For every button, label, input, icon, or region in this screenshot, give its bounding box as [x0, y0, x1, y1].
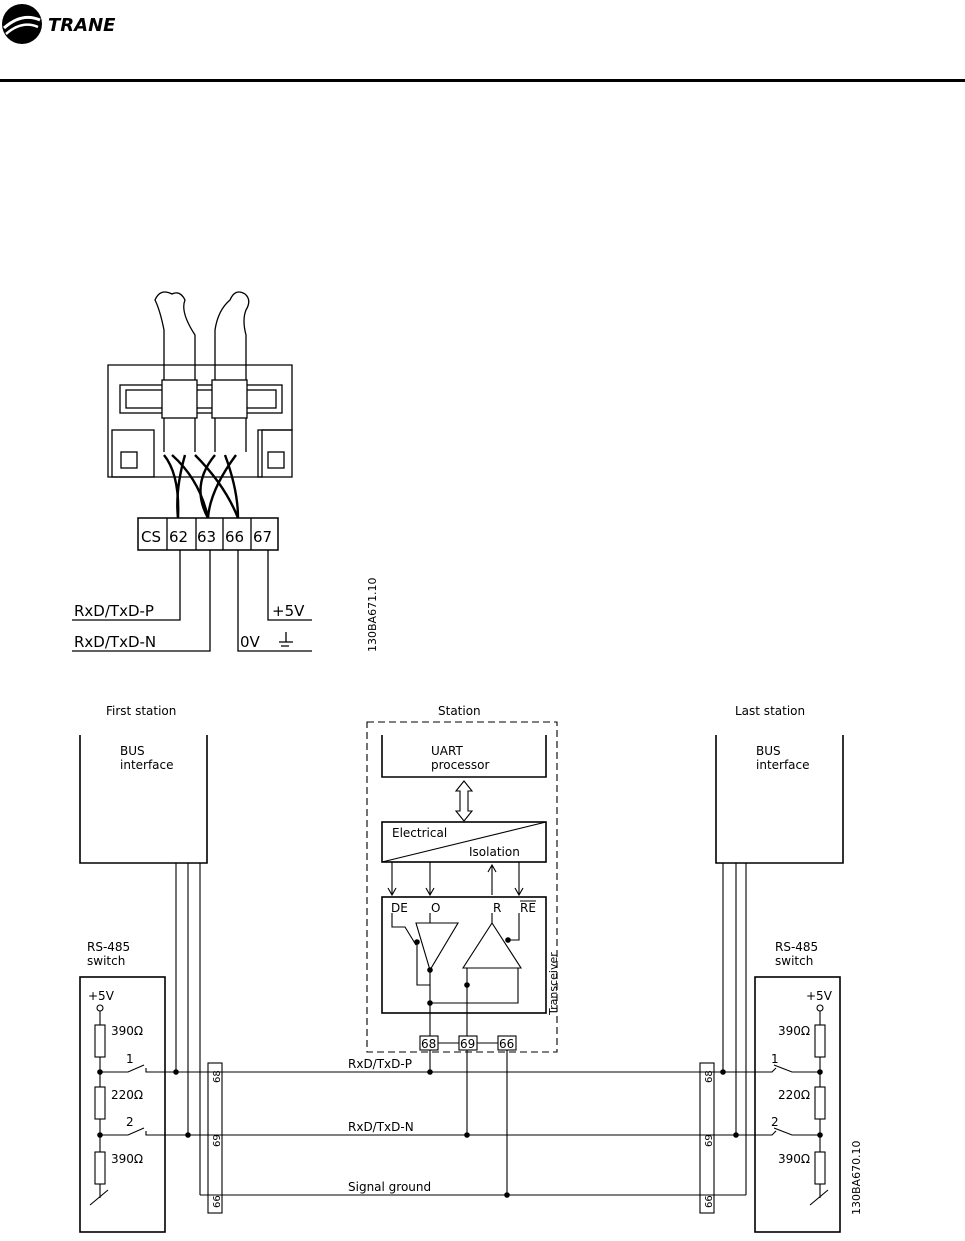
- last-bus-label: BUS: [756, 744, 781, 758]
- station-title: Station: [438, 704, 481, 718]
- left-r3: 390Ω: [111, 1152, 143, 1166]
- isolation-box: [381, 821, 547, 863]
- first-bus-label: BUS: [120, 744, 145, 758]
- terminal-63: 63: [197, 528, 216, 546]
- double-arrow: [454, 780, 474, 822]
- station-terminal-68: 68: [421, 1037, 436, 1051]
- pin-r: R: [493, 901, 501, 915]
- first-bus-interface-box: [79, 735, 208, 864]
- right-switch-title-2: switch: [775, 954, 813, 968]
- last-interface-label: interface: [756, 758, 810, 772]
- last-station-title: Last station: [735, 704, 805, 718]
- left-cable: [154, 291, 196, 452]
- figure-code-2: 130BA670.10: [850, 1140, 863, 1215]
- first-station-title: First station: [106, 704, 176, 718]
- last-terminal-strip: [699, 1062, 715, 1214]
- first-interface-label: interface: [120, 758, 174, 772]
- right-switch-1: 1: [771, 1052, 779, 1066]
- trane-logo: TRANE: [2, 4, 116, 44]
- first-terminal-strip: [207, 1062, 223, 1214]
- isolation-label: Isolation: [469, 845, 520, 859]
- terminal-block: [137, 517, 279, 551]
- left-screw: [120, 451, 138, 469]
- processor-label: processor: [431, 758, 489, 772]
- station-terminal-69: 69: [460, 1037, 475, 1051]
- first-terminal-68: 68: [212, 1070, 223, 1083]
- left-switch-title-1: RS-485: [87, 940, 130, 954]
- last-terminal-68: 68: [704, 1070, 715, 1083]
- pin-de: DE: [391, 901, 408, 915]
- left-mount: [111, 429, 155, 478]
- last-terminal-66: 66: [704, 1195, 715, 1208]
- right-r3: 390Ω: [778, 1152, 810, 1166]
- pin-re: RE: [520, 901, 536, 915]
- right-r1: 390Ω: [778, 1024, 810, 1038]
- terminal-62: 62: [169, 528, 188, 546]
- uart-box: [381, 735, 547, 778]
- right-mount: [257, 429, 293, 478]
- right-switch-box: [754, 976, 841, 1233]
- left-r1: 390Ω: [111, 1024, 143, 1038]
- last-terminal-69: 69: [704, 1134, 715, 1147]
- figure-code-1: 130BA671.10: [366, 577, 379, 652]
- label-rxd-txd-n: RxD/TxD-N: [74, 633, 156, 651]
- right-screw: [267, 451, 285, 469]
- terminal-66: 66: [225, 528, 244, 546]
- right-supply: +5V: [806, 989, 833, 1003]
- line-p-label: RxD/TxD-P: [348, 1057, 412, 1071]
- receiver-amp: [461, 921, 523, 969]
- first-terminal-66: 66: [212, 1195, 223, 1208]
- right-switch-2: 2: [771, 1115, 779, 1129]
- first-terminal-69: 69: [212, 1134, 223, 1147]
- left-switch-title-2: switch: [87, 954, 125, 968]
- ground-symbol: [279, 632, 293, 647]
- electrical-label: Electrical: [392, 826, 447, 840]
- last-bus-interface-box: [715, 735, 844, 864]
- clamp-bar: [119, 384, 283, 414]
- label-0v: 0V: [240, 633, 261, 651]
- line-gnd-label: Signal ground: [348, 1180, 431, 1194]
- label-plus-5v: +5V: [272, 602, 305, 620]
- terminal-67: 67: [253, 528, 272, 546]
- brand-name: TRANE: [48, 15, 116, 36]
- station-dashed-box: [366, 721, 558, 1053]
- right-switch-title-1: RS-485: [775, 940, 818, 954]
- label-rxd-txd-p: RxD/TxD-P: [74, 602, 154, 620]
- right-cable: [214, 291, 250, 452]
- right-r2: 220Ω: [778, 1088, 810, 1102]
- left-r2: 220Ω: [111, 1088, 143, 1102]
- transceiver-box: [381, 896, 547, 1014]
- rs485-bus-diagram: First station BUS interface Station UART…: [79, 704, 863, 1233]
- page-header: TRANE: [0, 0, 965, 84]
- left-supply: +5V: [88, 989, 115, 1003]
- left-switch-box: [79, 976, 166, 1233]
- header-rule: [0, 79, 965, 82]
- driver-amp: [415, 922, 459, 972]
- uart-label: UART: [431, 744, 463, 758]
- left-switch-1: 1: [126, 1052, 134, 1066]
- left-switch-2: 2: [126, 1115, 134, 1129]
- transceiver-label: Transceiver: [547, 952, 560, 1016]
- cable-connection-diagram: CS 62 63 66 67 RxD/TxD-P RxD/TxD-N +5V 0…: [72, 291, 379, 652]
- station-terminal-66: 66: [499, 1037, 514, 1051]
- terminal-cs: CS: [141, 528, 161, 546]
- line-n-label: RxD/TxD-N: [348, 1120, 414, 1134]
- pin-o: O: [431, 901, 440, 915]
